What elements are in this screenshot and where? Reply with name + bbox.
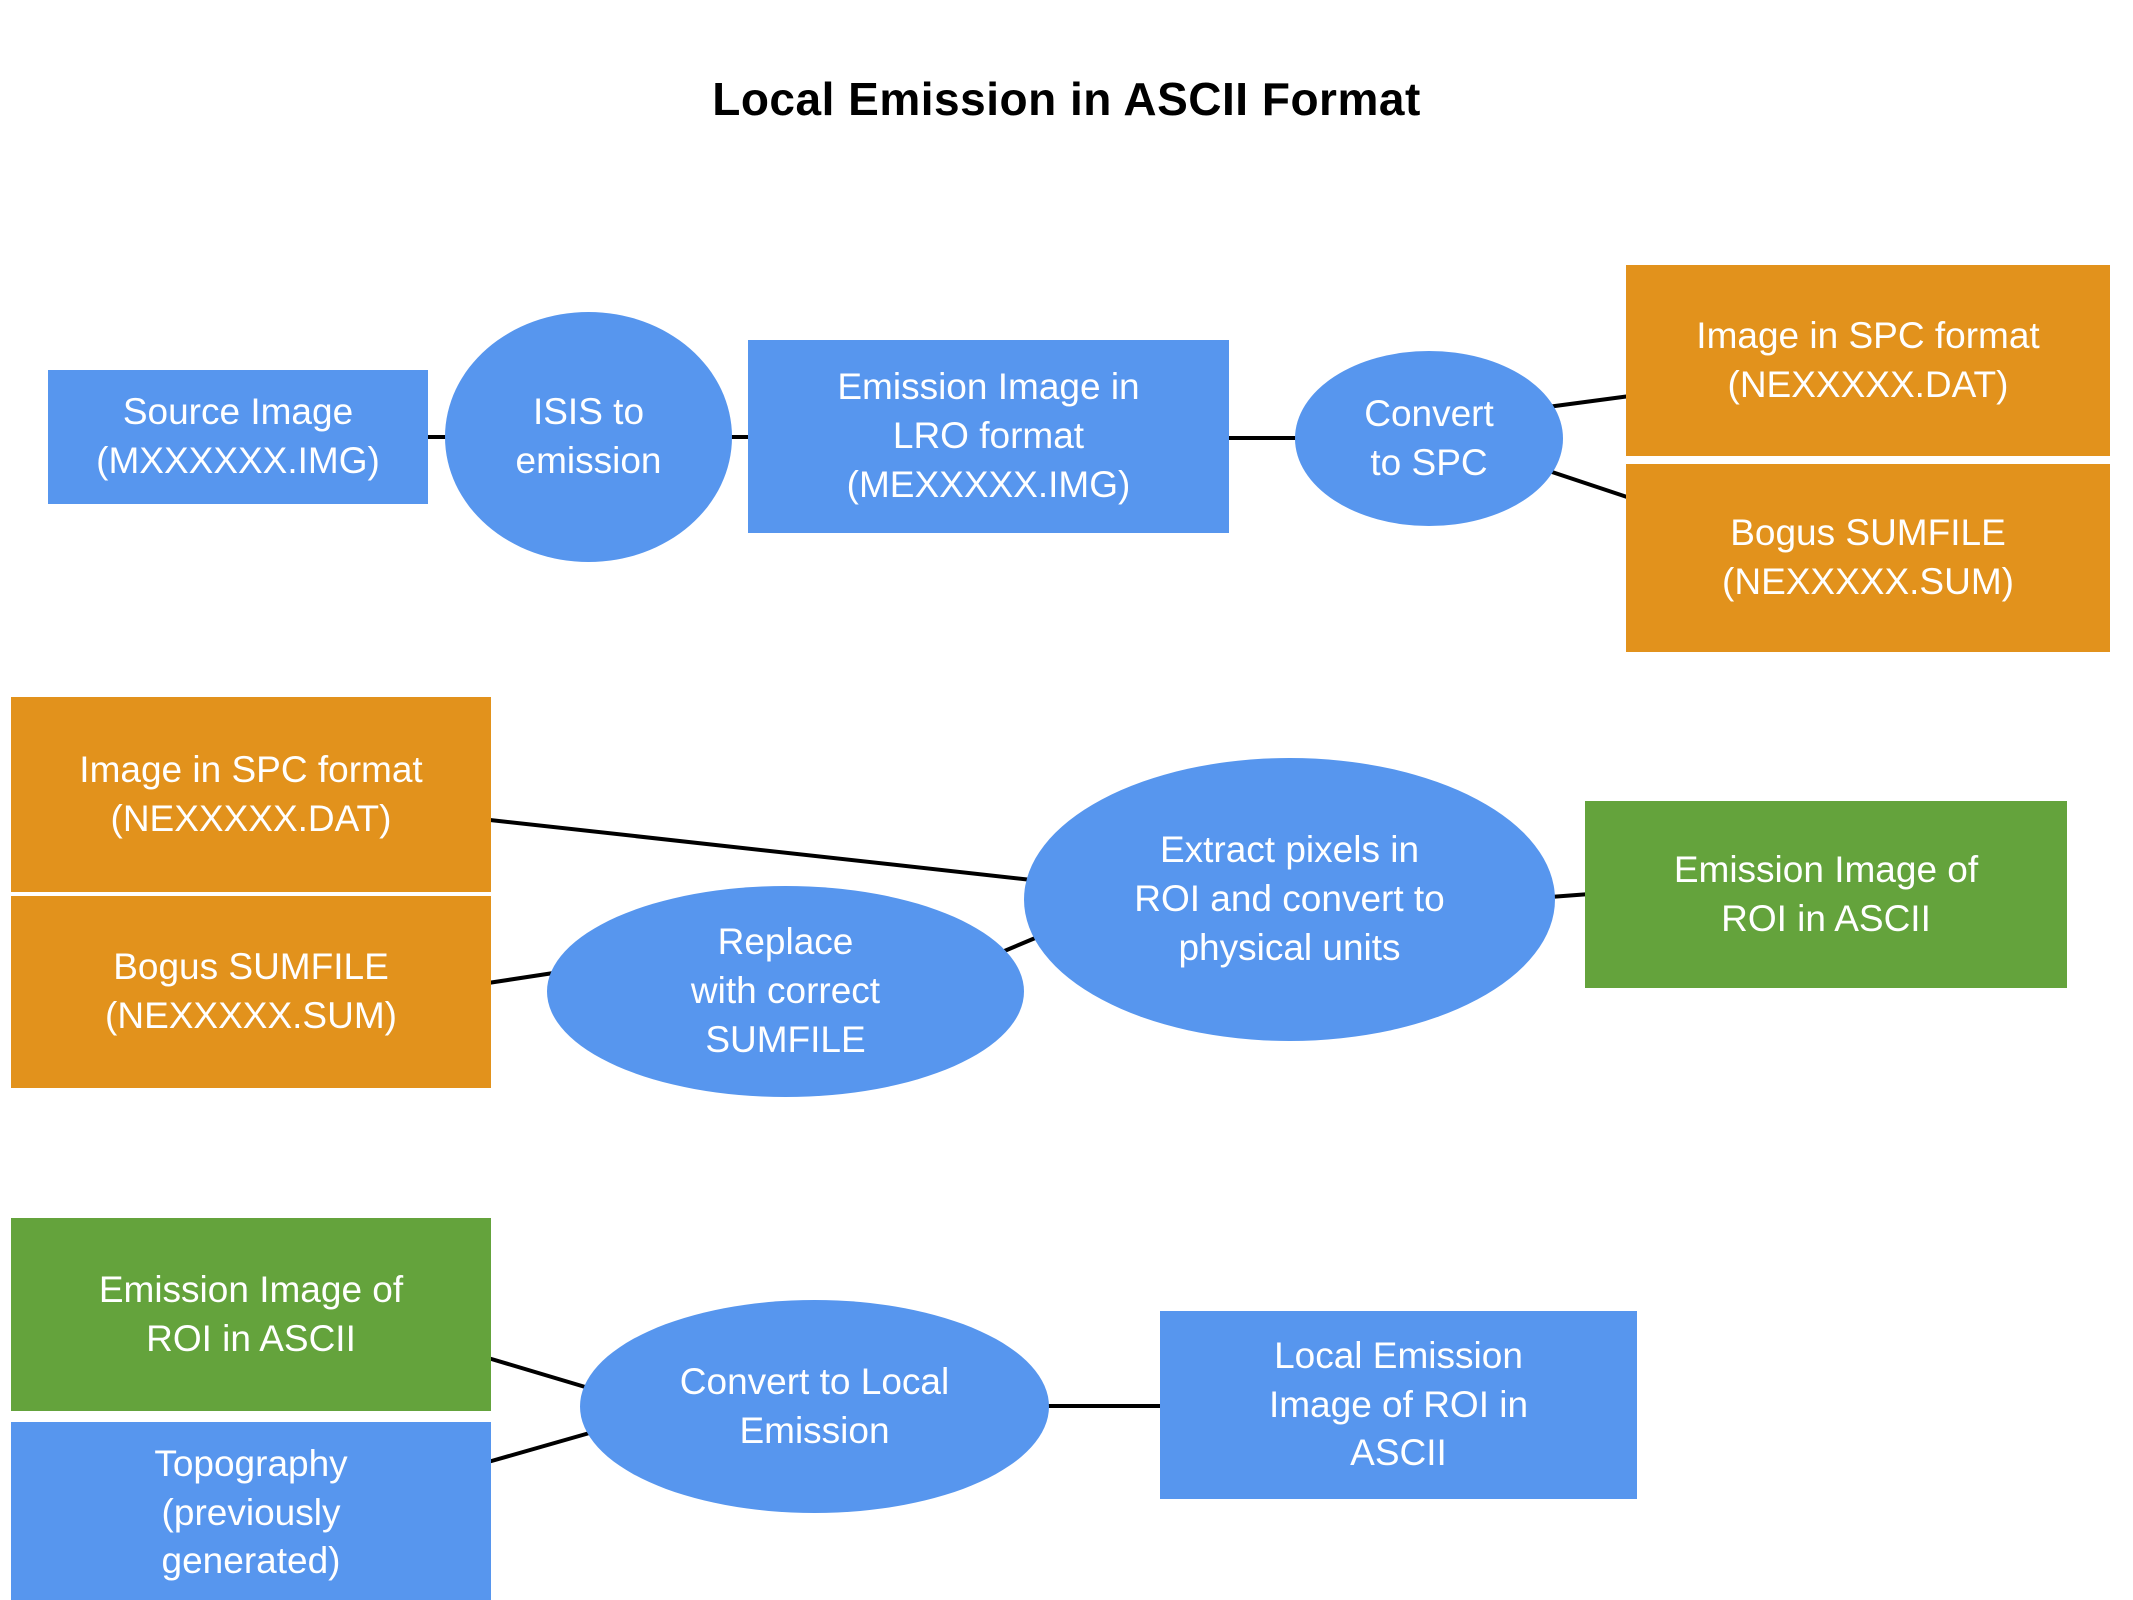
edge-dat-to-extract [488, 818, 1034, 882]
edge-topography-to-convert [486, 1428, 602, 1464]
edge-convert-spc-to-dat [1538, 394, 1632, 410]
edge-extract-to-emission-roi [1548, 892, 1592, 899]
node-image-spc-format-top: Image in SPC format (NEXXXXX.DAT) [1626, 265, 2110, 456]
node-isis-to-emission: ISIS to emission [445, 312, 732, 562]
node-emission-roi-ascii-bottom: Emission Image of ROI in ASCII [11, 1218, 491, 1411]
node-convert-local-emission: Convert to Local Emission [580, 1300, 1049, 1513]
page-title: Local Emission in ASCII Format [712, 73, 1421, 125]
node-source-image: Source Image (MXXXXXX.IMG) [48, 370, 428, 504]
node-bogus-sumfile-top: Bogus SUMFILE (NEXXXXX.SUM) [1626, 464, 2110, 652]
node-emission-image-lro: Emission Image in LRO format (MEXXXXX.IM… [748, 340, 1229, 533]
node-replace-correct-sumfile: Replace with correct SUMFILE [547, 886, 1024, 1097]
node-emission-roi-ascii-mid: Emission Image of ROI in ASCII [1585, 801, 2067, 988]
node-extract-pixels-roi: Extract pixels in ROI and convert to phy… [1024, 758, 1555, 1041]
node-image-spc-format-mid: Image in SPC format (NEXXXXX.DAT) [11, 697, 491, 892]
node-topography: Topography (previously generated) [11, 1422, 491, 1600]
node-bogus-sumfile-mid: Bogus SUMFILE (NEXXXXX.SUM) [11, 896, 491, 1088]
node-local-emission-roi-ascii: Local Emission Image of ROI in ASCII [1160, 1311, 1637, 1499]
node-convert-to-spc: Convert to SPC [1295, 351, 1563, 526]
edge-sum-to-replace [486, 970, 562, 985]
edge-convert-spc-to-sum [1538, 466, 1632, 500]
